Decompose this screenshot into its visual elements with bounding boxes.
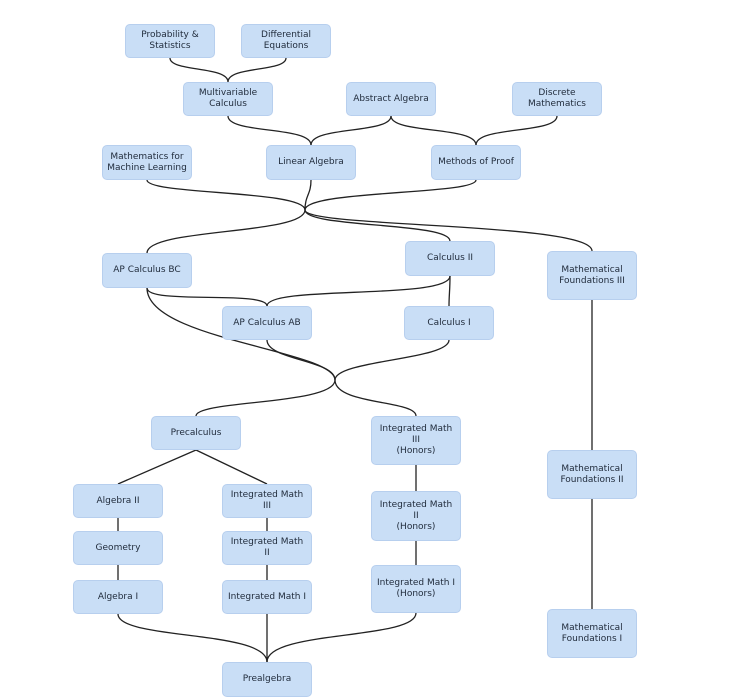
edge-merge-to-calc2 bbox=[304, 209, 451, 242]
edge-im1h-to-prealgebra bbox=[266, 612, 417, 663]
node-precalculus: Precalculus bbox=[151, 416, 241, 450]
edge-merge2-to-precalc bbox=[195, 379, 336, 417]
edge-methods-to-merge bbox=[304, 179, 477, 211]
node-discrete-mathematics: Discrete Mathematics bbox=[512, 82, 602, 116]
node-integrated-math-i-honors: Integrated Math I (Honors) bbox=[371, 565, 461, 613]
node-algebra-i: Algebra I bbox=[73, 580, 163, 614]
edge-ap-ab-to-merge2 bbox=[266, 339, 336, 381]
node-algebra-ii: Algebra II bbox=[73, 484, 163, 518]
node-probability-statistics: Probability & Statistics bbox=[125, 24, 215, 58]
node-integrated-math-iii: Integrated Math III bbox=[222, 484, 312, 518]
node-ap-calculus-ab: AP Calculus AB bbox=[222, 306, 312, 340]
edge-calc2-to-calc1 bbox=[448, 275, 451, 307]
edge-ap-bc-to-ap-ab bbox=[146, 287, 268, 307]
edge-multivar-to-linear-alg bbox=[227, 115, 312, 146]
node-differential-equations: Differential Equations bbox=[241, 24, 331, 58]
edge-precalc-to-alg2 bbox=[117, 449, 197, 485]
edge-discrete-to-methods bbox=[475, 115, 558, 146]
node-prealgebra: Prealgebra bbox=[222, 662, 312, 697]
edge-abstract-to-methods bbox=[390, 115, 477, 146]
node-abstract-algebra: Abstract Algebra bbox=[346, 82, 436, 116]
node-mathematical-foundations-ii: Mathematical Foundations II bbox=[547, 450, 637, 499]
node-geometry: Geometry bbox=[73, 531, 163, 565]
edge-diff-eq-to-multivar bbox=[227, 57, 287, 83]
node-linear-algebra: Linear Algebra bbox=[266, 145, 356, 180]
node-ap-calculus-bc: AP Calculus BC bbox=[102, 253, 192, 288]
node-multivariable-calculus: Multivariable Calculus bbox=[183, 82, 273, 116]
node-integrated-math-ii: Integrated Math II bbox=[222, 531, 312, 565]
node-mathematics-for-machine-learning: Mathematics for Machine Learning bbox=[102, 145, 192, 180]
edge-alg1-to-prealgebra bbox=[117, 613, 268, 663]
edge-calc2-to-ap-ab bbox=[266, 275, 451, 307]
edge-abstract-to-linear-alg bbox=[310, 115, 392, 146]
edge-math-ml-to-merge bbox=[146, 179, 306, 211]
node-integrated-math-ii-honors: Integrated Math II (Honors) bbox=[371, 491, 461, 541]
node-mathematical-foundations-iii: Mathematical Foundations III bbox=[547, 251, 637, 300]
node-mathematical-foundations-i: Mathematical Foundations I bbox=[547, 609, 637, 658]
edge-merge-to-ap-bc bbox=[146, 209, 306, 254]
node-integrated-math-iii-honors: Integrated Math III (Honors) bbox=[371, 416, 461, 465]
edge-prob-stats-to-multivar bbox=[169, 57, 229, 83]
node-calculus-ii: Calculus II bbox=[405, 241, 495, 276]
edge-calc1-to-merge2 bbox=[334, 339, 450, 381]
node-calculus-i: Calculus I bbox=[404, 306, 494, 340]
edge-merge2-to-im3h bbox=[334, 379, 417, 417]
edge-linear-alg-to-merge bbox=[304, 179, 312, 211]
edge-merge-to-mf3 bbox=[304, 209, 593, 252]
edge-precalc-to-im3 bbox=[195, 449, 268, 485]
node-integrated-math-i: Integrated Math I bbox=[222, 580, 312, 614]
node-methods-of-proof: Methods of Proof bbox=[431, 145, 521, 180]
